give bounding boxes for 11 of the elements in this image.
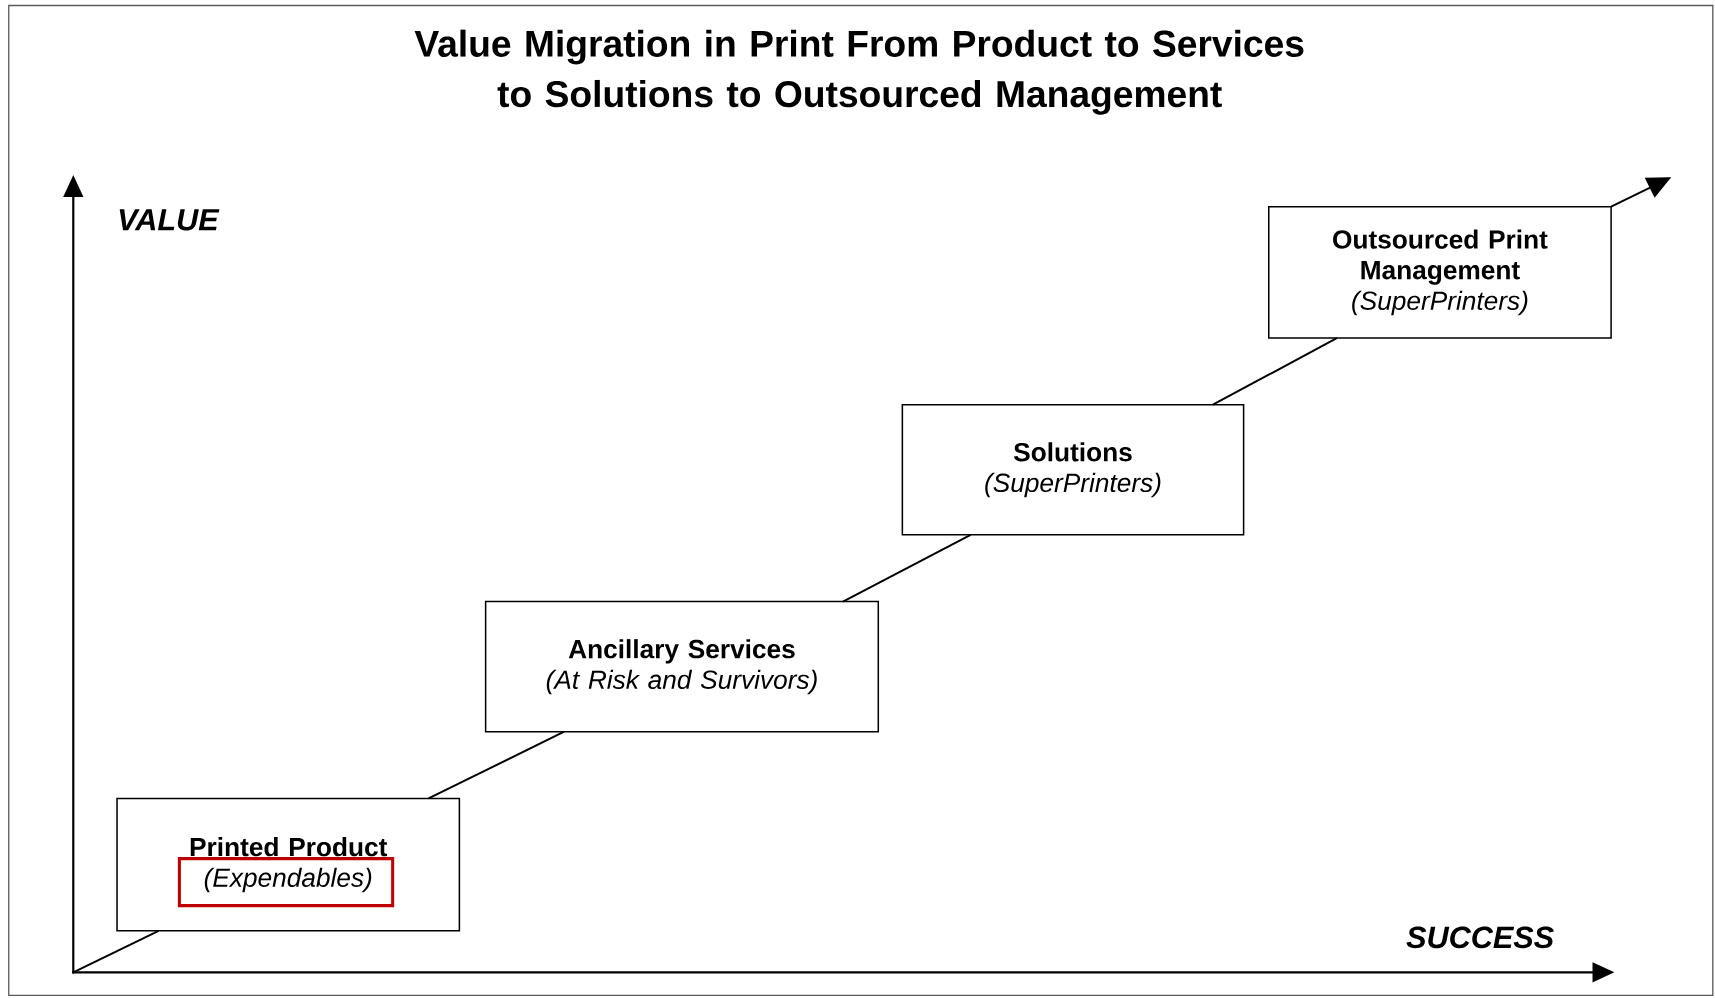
stage-box: Ancillary Services (At Risk and Survivors) [484, 601, 880, 733]
connector-line [427, 731, 566, 800]
stage-box: Printed Product (Expendables) [116, 797, 461, 932]
axis-label: VALUE [119, 209, 220, 231]
connector-line [72, 930, 160, 974]
title: Value Migration in Print From Product to Services to Solutions to Outsourced Management [414, 29, 1304, 116]
stage-box: Solutions (SuperPrinters) [901, 404, 1245, 536]
axis-label: SUCCESS [1406, 926, 1554, 949]
connector-line [841, 534, 972, 603]
stage-box: Outsourced Print Management (SuperPrinters) [1268, 206, 1612, 339]
connector-line [1211, 337, 1339, 406]
